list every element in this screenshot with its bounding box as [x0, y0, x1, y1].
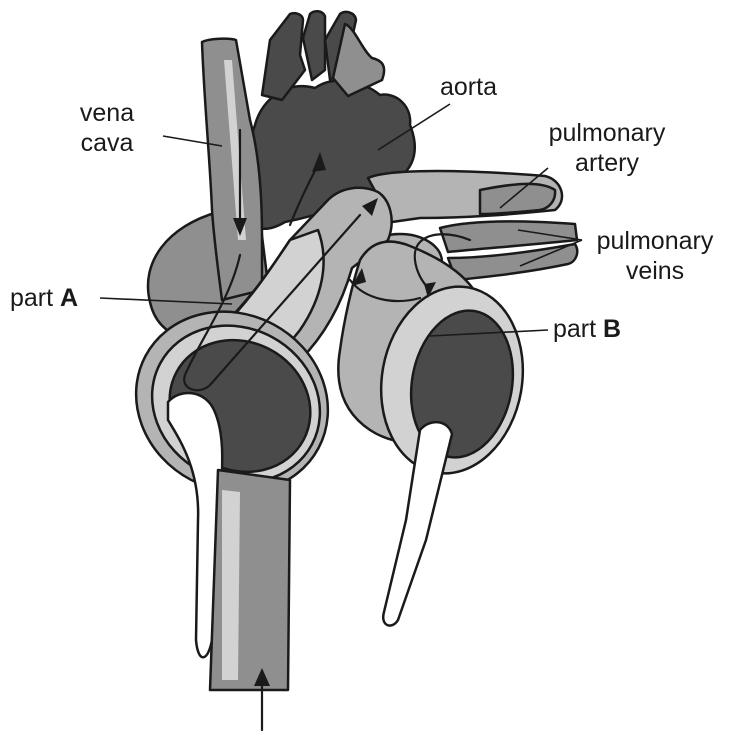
label-part-a-letter: A — [60, 284, 78, 312]
label-aorta: aorta — [440, 72, 497, 102]
label-pulmonary-artery: pulmonary artery — [532, 118, 682, 178]
label-pulmonary-artery-line2: artery — [532, 148, 682, 178]
label-pulmonary-veins-line1: pulmonary — [585, 226, 725, 256]
vena-cava-lower-highlight — [222, 490, 240, 680]
part-b-tube — [383, 422, 452, 625]
label-pulmonary-veins-line2: veins — [585, 256, 725, 286]
label-vena-cava: vena cava — [62, 98, 152, 158]
label-part-b: part B — [553, 314, 621, 344]
label-part-b-prefix: part — [553, 315, 596, 343]
label-part-a-prefix: part — [10, 284, 53, 312]
pulmonary-artery-shade — [480, 184, 555, 214]
aortic-branch-2 — [303, 11, 325, 80]
label-vena-cava-line1: vena — [62, 98, 152, 128]
label-pulmonary-veins: pulmonary veins — [585, 226, 725, 286]
label-part-a: part A — [10, 283, 78, 313]
label-part-b-letter: B — [603, 315, 621, 343]
label-vena-cava-line2: cava — [62, 128, 152, 158]
label-pulmonary-artery-line1: pulmonary — [532, 118, 682, 148]
